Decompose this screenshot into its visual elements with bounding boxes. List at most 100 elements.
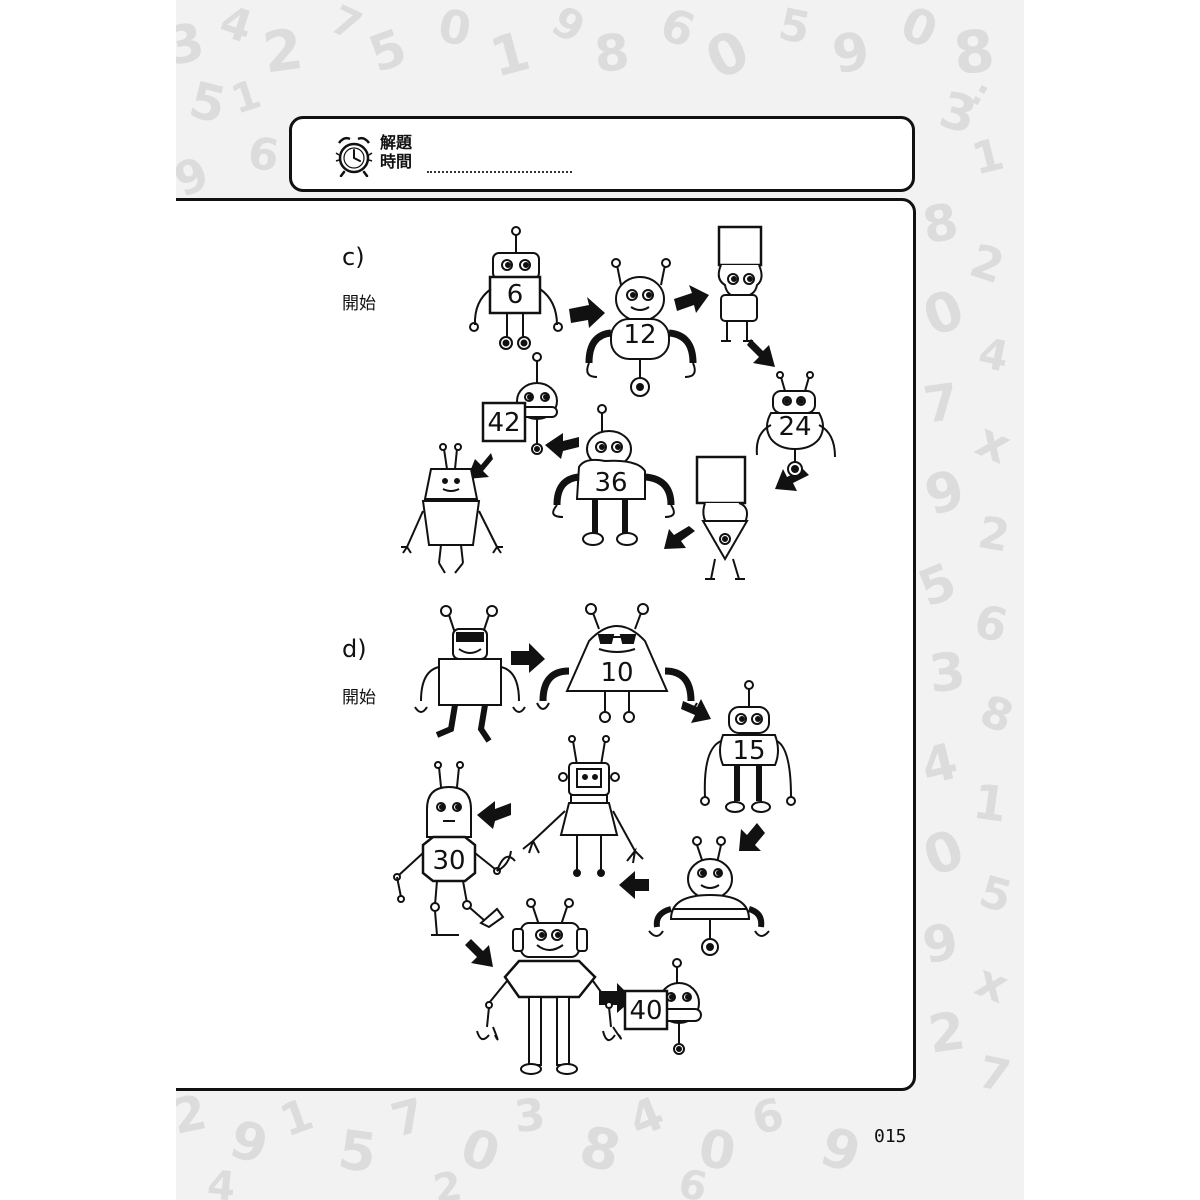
robot-c3 — [717, 225, 763, 342]
top-number-pattern: 3 4 2 7 5 0 1 9 8 6 0 5 9 0 8 5 1 6 9 3 … — [176, 0, 1009, 208]
robot-c5 — [695, 455, 749, 580]
right-number-pattern: 8 2 0 4 7 x 9 2 5 6 3 8 4 1 0 5 9 x 2 7 — [910, 192, 1019, 1103]
arrow-c-1 — [569, 297, 605, 328]
svg-text:5: 5 — [361, 18, 414, 84]
svg-text:2: 2 — [925, 1001, 969, 1065]
svg-text:0: 0 — [893, 0, 945, 60]
alarm-clock-icon — [335, 136, 373, 177]
robot-c7 — [481, 352, 558, 455]
robot-c7-number: 42 — [487, 408, 520, 438]
robot-c2 — [585, 258, 697, 397]
svg-text:1: 1 — [226, 71, 267, 123]
svg-text:x: x — [968, 412, 1019, 476]
svg-text:7: 7 — [974, 1047, 1015, 1103]
svg-text:0: 0 — [434, 0, 475, 57]
svg-text:9: 9 — [918, 457, 971, 528]
robot-c4 — [755, 371, 836, 477]
arrow-c-2 — [674, 285, 709, 313]
robot-d8-number-card — [623, 989, 669, 1031]
svg-text:5: 5 — [184, 71, 232, 136]
svg-text:5: 5 — [910, 552, 964, 619]
time-answer-line[interactable] — [427, 171, 572, 173]
svg-text:0: 0 — [453, 1117, 508, 1186]
svg-text:8: 8 — [973, 686, 1019, 744]
svg-text:9: 9 — [828, 21, 874, 86]
svg-text:9: 9 — [918, 912, 962, 975]
robot-d8-number: 40 — [629, 996, 662, 1026]
svg-text:4: 4 — [621, 1086, 671, 1148]
svg-text:8: 8 — [918, 192, 962, 255]
arrow-c-5 — [664, 526, 695, 549]
svg-text:4: 4 — [915, 732, 963, 797]
solving-time-box: 解題 時間 — [289, 116, 915, 192]
svg-text:5: 5 — [974, 866, 1017, 923]
svg-text:7: 7 — [324, 0, 369, 50]
robot-c1-number-card — [488, 275, 542, 315]
arrow-d-3 — [739, 823, 765, 851]
svg-text:5: 5 — [774, 0, 815, 55]
svg-text:6: 6 — [245, 128, 282, 183]
robot-c6 — [552, 404, 675, 546]
svg-text:4: 4 — [974, 328, 1013, 382]
robot-c6-number: 36 — [594, 468, 627, 498]
svg-text:3: 3 — [176, 12, 210, 78]
robot-c8 — [401, 443, 503, 574]
robot-d2-number: 10 — [600, 658, 633, 688]
section-d-letter: d) — [342, 635, 367, 663]
robot-d3 — [700, 680, 796, 813]
svg-text:x: x — [968, 953, 1016, 1014]
workbook-page: 3 4 2 7 5 0 1 9 8 6 0 5 9 0 8 5 1 6 9 3 … — [176, 0, 1024, 1200]
svg-text:0: 0 — [915, 277, 972, 349]
robot-c1 — [469, 226, 563, 350]
arrow-d-2 — [681, 699, 711, 723]
robot-d7 — [476, 898, 622, 1075]
arrow-c-7 — [467, 453, 493, 479]
svg-text:1: 1 — [970, 774, 1011, 834]
robot-d6 — [393, 761, 516, 936]
robot-c7-number-card — [481, 401, 527, 443]
svg-text:2: 2 — [259, 17, 307, 87]
robot-c5-answer-box — [695, 455, 747, 505]
solving-time-label-line2: 時間 — [380, 152, 413, 171]
robot-c2-number: 12 — [623, 320, 656, 350]
puzzle-panel: c) 開始 d) 開始 — [176, 198, 916, 1091]
svg-text:1: 1 — [967, 129, 1009, 186]
arrow-c-3 — [747, 339, 775, 367]
solving-time-label-line1: 解題 — [380, 133, 413, 152]
svg-text:6: 6 — [674, 1161, 711, 1200]
bottom-number-pattern: 2 9 1 5 7 0 3 8 4 0 6 9 4 2 6 — [176, 1084, 868, 1200]
svg-text:3: 3 — [926, 642, 968, 705]
robot-d1 — [414, 605, 526, 743]
robot-sequence-illustration: 6 12 — [393, 225, 836, 1075]
arrow-c-6 — [545, 433, 579, 459]
robot-c4-number: 24 — [778, 412, 811, 442]
svg-text:1: 1 — [484, 19, 537, 90]
svg-text:9: 9 — [813, 1114, 868, 1186]
svg-text:0: 0 — [696, 18, 759, 93]
svg-text:8: 8 — [573, 1114, 627, 1186]
svg-text:6: 6 — [747, 1089, 789, 1146]
svg-text:1: 1 — [274, 1089, 320, 1147]
arrow-d-4 — [619, 871, 649, 899]
svg-text:7: 7 — [920, 372, 963, 434]
robot-c1-number: 6 — [507, 280, 524, 310]
svg-text:2: 2 — [964, 233, 1011, 294]
robot-d3-number: 15 — [732, 736, 765, 766]
robot-d8 — [623, 958, 702, 1055]
section-d-start-label: 開始 — [342, 688, 376, 708]
robot-d5 — [522, 735, 644, 877]
svg-text:3: 3 — [512, 1089, 548, 1143]
background-number-pattern: 3 4 2 7 5 0 1 9 8 6 0 5 9 0 8 5 1 6 9 3 … — [176, 0, 1020, 1200]
arrow-d-5 — [477, 801, 511, 829]
svg-text:4: 4 — [205, 1162, 237, 1200]
robot-c3-answer-box — [717, 225, 763, 267]
svg-text:9: 9 — [544, 0, 594, 53]
svg-text:6: 6 — [653, 0, 702, 58]
robot-d4 — [648, 836, 770, 956]
arrow-d-1 — [511, 643, 545, 673]
solving-time-label: 解題 時間 — [380, 133, 412, 171]
page-number: 015 — [874, 1126, 907, 1147]
svg-text:8: 8 — [950, 16, 997, 88]
arrow-d-6 — [465, 939, 493, 967]
robot-d6-number: 30 — [432, 846, 465, 876]
